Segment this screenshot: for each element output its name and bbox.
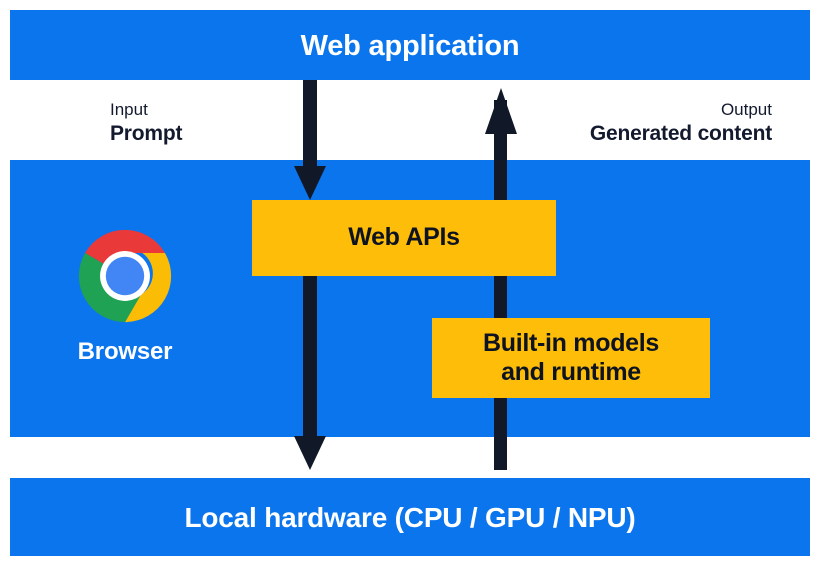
box-builtin-models-label-line2: and runtime xyxy=(501,358,641,386)
box-builtin-models-label: Built-in models and runtime xyxy=(483,329,659,388)
annotation-input: Input Prompt xyxy=(110,100,183,147)
annotation-output-value: Generated content xyxy=(589,122,772,146)
band-web-application-title: Web application xyxy=(300,30,520,62)
box-builtin-models-label-line1: Built-in models xyxy=(482,328,660,357)
box-web-apis[interactable]: Web APIs xyxy=(252,200,556,276)
box-builtin-models[interactable]: Built-in models and runtime xyxy=(432,318,710,398)
band-local-hardware-title: Local hardware (CPU / GPU / NPU) xyxy=(184,502,636,533)
annotation-input-caption: Input xyxy=(110,100,148,119)
box-web-apis-label: Web APIs xyxy=(348,223,460,252)
band-local-hardware: Local hardware (CPU / GPU / NPU) xyxy=(10,478,810,556)
band-web-application: Web application xyxy=(10,10,810,80)
annotation-output-caption: Output xyxy=(720,100,772,119)
annotation-output: Output Generated content xyxy=(590,100,772,147)
annotation-input-value: Prompt xyxy=(110,122,183,146)
browser-group: Browser xyxy=(58,228,192,366)
browser-label: Browser xyxy=(77,338,173,365)
chrome-logo-icon xyxy=(78,229,172,323)
